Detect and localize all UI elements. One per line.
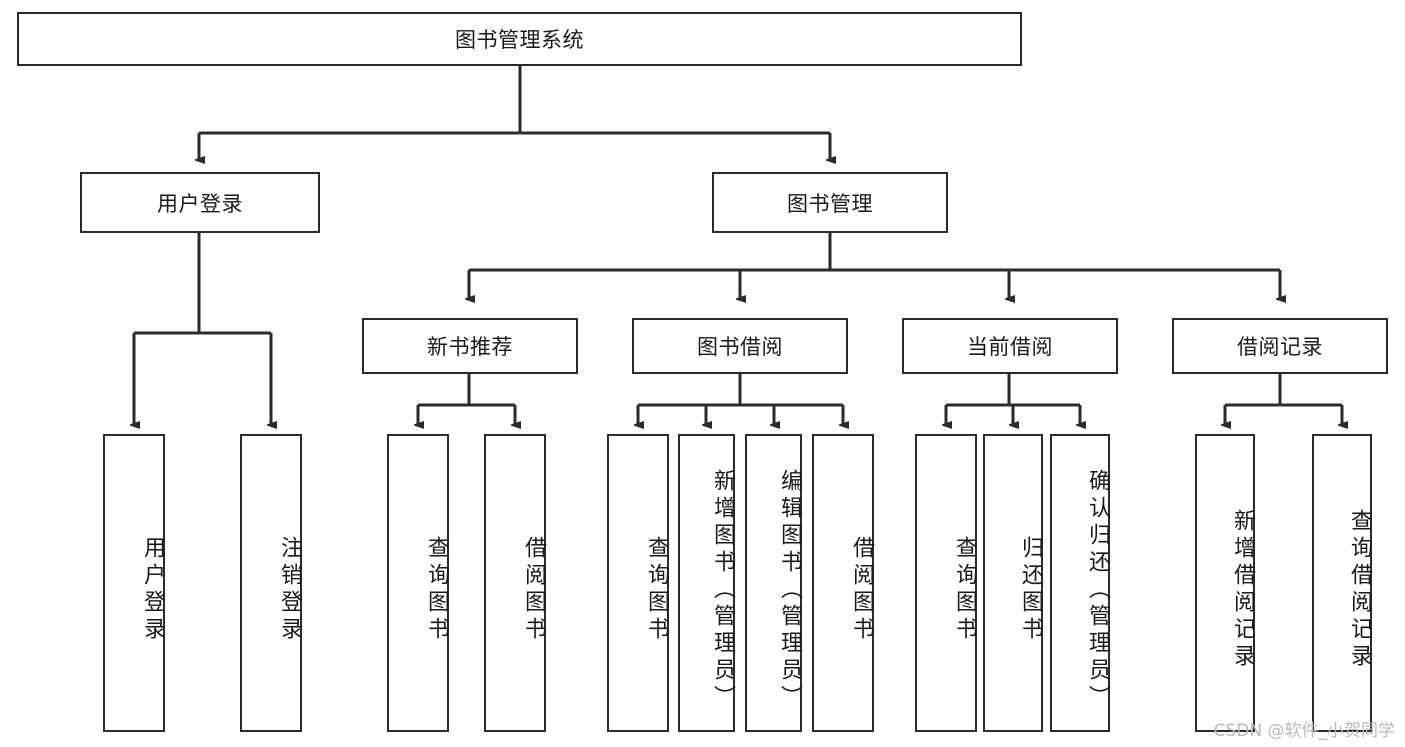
leaf-user-logout[interactable]: 注销登录	[240, 434, 302, 732]
node-label: 图书管理	[787, 191, 873, 216]
leaf-user-login[interactable]: 用户登录	[103, 434, 165, 732]
leaf-current-query[interactable]: 查询图书	[915, 434, 977, 732]
node-label: 新增图书（管理员）	[710, 468, 735, 712]
node-label: 查询图书	[952, 536, 977, 644]
watermark-text: CSDN @软件_小贺同学	[1213, 721, 1395, 741]
node-label: 查询图书	[644, 536, 669, 644]
node-current-borrow[interactable]: 当前借阅	[902, 318, 1118, 374]
node-label: 确认归还（管理员）	[1085, 468, 1110, 712]
leaf-borrow-lend[interactable]: 借阅图书	[812, 434, 874, 732]
node-book-management[interactable]: 图书管理	[712, 172, 948, 233]
node-label: 借阅图书	[849, 536, 874, 644]
leaf-newbook-borrow[interactable]: 借阅图书	[484, 434, 546, 732]
node-label: 借阅记录	[1237, 335, 1323, 359]
leaf-record-query[interactable]: 查询借阅记录	[1312, 434, 1372, 732]
leaf-borrow-add-admin[interactable]: 新增图书（管理员）	[678, 434, 735, 732]
node-label: 当前借阅	[967, 335, 1053, 359]
node-label: 图书管理系统	[455, 28, 584, 52]
node-label: 归还图书	[1018, 536, 1043, 644]
leaf-borrow-query[interactable]: 查询图书	[607, 434, 669, 732]
node-label: 用户登录	[140, 536, 165, 644]
node-borrow-record[interactable]: 借阅记录	[1172, 318, 1388, 374]
node-label: 新书推荐	[427, 335, 513, 359]
node-label: 借阅图书	[521, 536, 546, 644]
node-label: 图书借阅	[697, 335, 783, 359]
node-root-system[interactable]: 图书管理系统	[17, 12, 1022, 66]
node-label: 用户登录	[157, 191, 243, 216]
node-new-book-recommend[interactable]: 新书推荐	[362, 318, 578, 374]
node-label: 新增借阅记录	[1230, 509, 1255, 671]
leaf-record-add[interactable]: 新增借阅记录	[1195, 434, 1255, 732]
leaf-newbook-query[interactable]: 查询图书	[387, 434, 449, 732]
leaf-current-confirm-admin[interactable]: 确认归还（管理员）	[1050, 434, 1110, 732]
node-label: 查询图书	[424, 536, 449, 644]
leaf-current-return[interactable]: 归还图书	[983, 434, 1043, 732]
node-label: 查询借阅记录	[1347, 509, 1372, 671]
leaf-borrow-edit-admin[interactable]: 编辑图书（管理员）	[745, 434, 802, 732]
node-label: 注销登录	[277, 536, 302, 644]
node-book-borrow[interactable]: 图书借阅	[632, 318, 848, 374]
node-user-login[interactable]: 用户登录	[80, 172, 320, 233]
node-label: 编辑图书（管理员）	[777, 468, 802, 712]
